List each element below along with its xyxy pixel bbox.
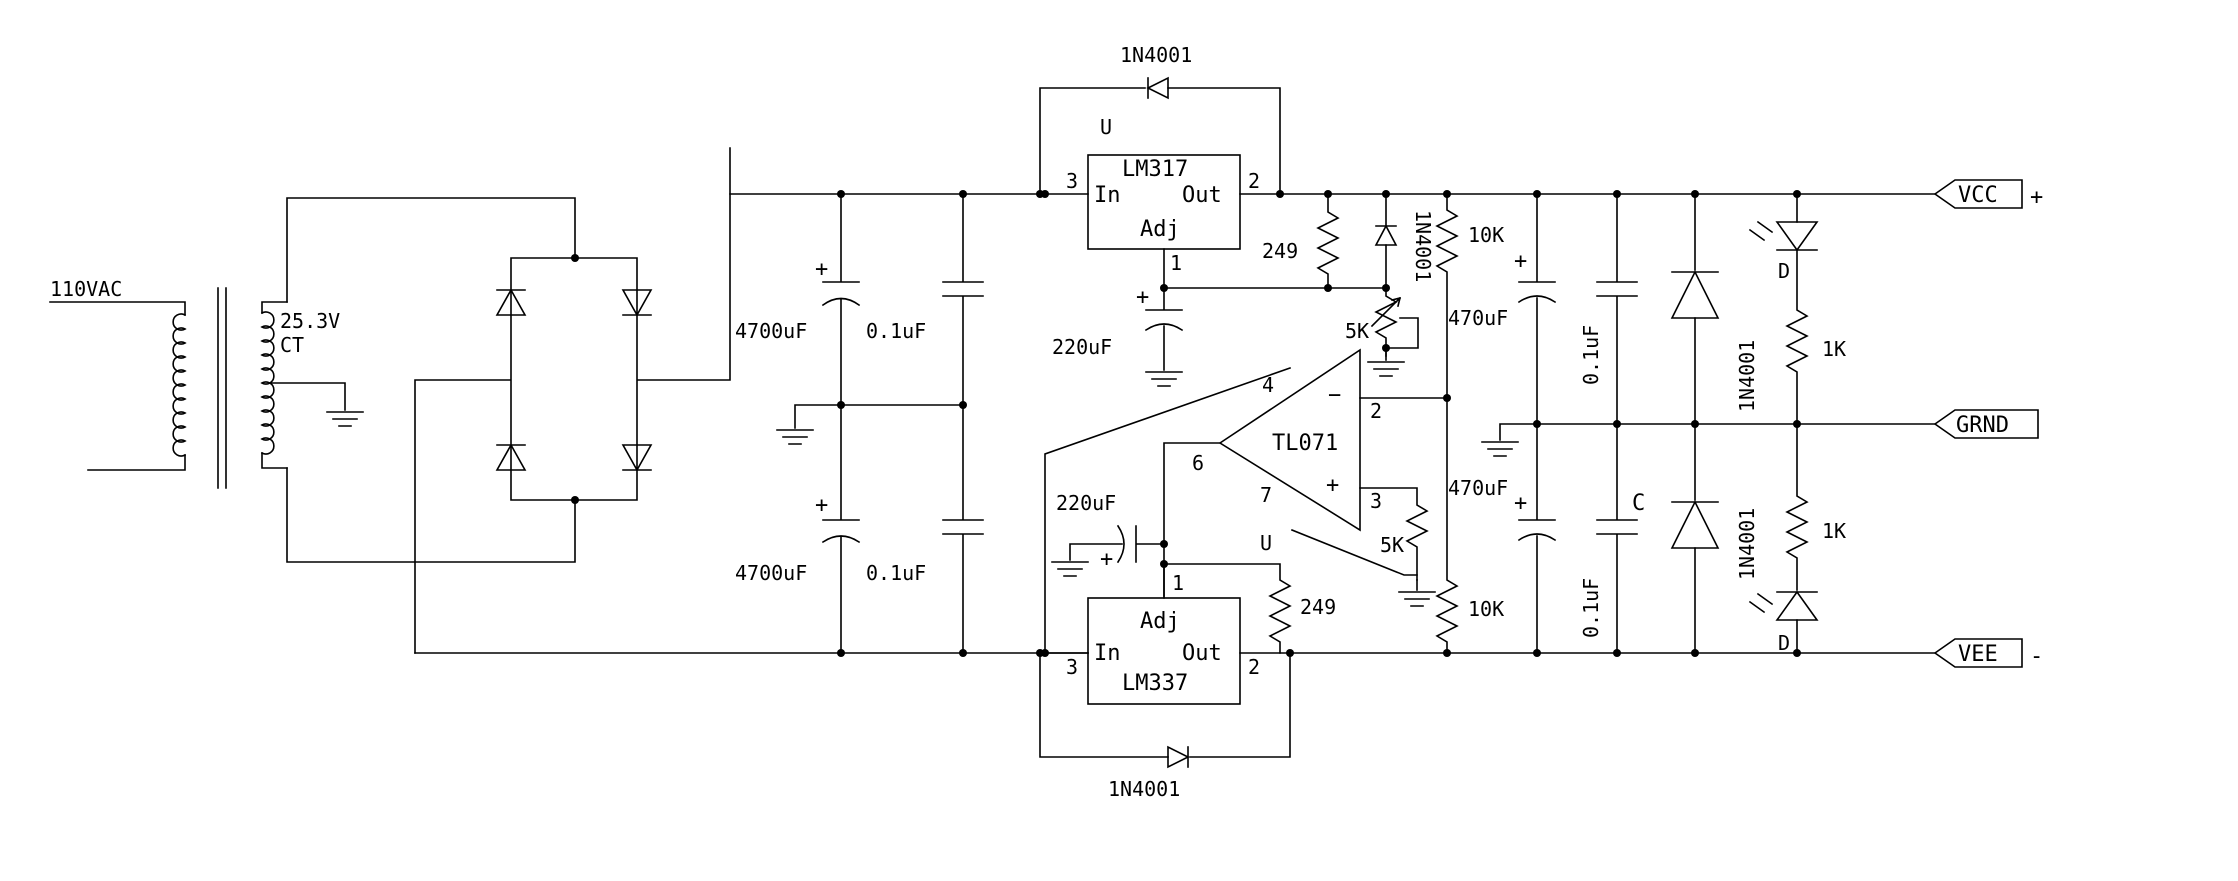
polarity-plus: + xyxy=(815,493,828,518)
pin-in-label: In xyxy=(1094,641,1121,666)
cap-bot-label: 4700uF xyxy=(735,561,807,585)
diode-label: 1N4001 xyxy=(1108,777,1180,801)
pin-number: 3 xyxy=(1066,655,1078,679)
pin-in-label: In xyxy=(1094,183,1121,208)
part-label: LM317 xyxy=(1122,157,1188,182)
port-grnd: GRND xyxy=(1933,409,2039,439)
transformer: 110VAC 25.3V CT xyxy=(49,277,364,489)
ground-icon xyxy=(1051,561,1089,577)
pin-number: 2 xyxy=(1370,399,1382,423)
bridge-diode-icon xyxy=(621,289,653,317)
minus-label: − xyxy=(1328,383,1341,408)
plus-label: + xyxy=(1326,473,1339,498)
pot-label: 5K xyxy=(1345,319,1369,343)
cap-top-label: 4700uF xyxy=(735,319,807,343)
led-icon xyxy=(1775,221,1819,252)
bridge-diode-icon xyxy=(621,444,653,472)
adj-cap-label: 220uF xyxy=(1052,335,1112,359)
pin-out-label: Out xyxy=(1182,641,1222,666)
pin-number: 6 xyxy=(1192,451,1204,475)
pin-number: 1 xyxy=(1170,251,1182,275)
ref-label: U xyxy=(1100,115,1112,139)
port-vee: VEE - xyxy=(1933,638,2043,669)
output-filter: + + 470uF 470uF 0.1uF 0.1uF C 1N4001 1N4… xyxy=(1448,193,1936,655)
lm337-regulator: Adj In Out LM337 3 2 1 1N4001 249 + 220u… xyxy=(1036,491,1336,801)
led-label: D xyxy=(1778,259,1790,283)
port-vcc: VCC + xyxy=(1933,179,2043,210)
c-top-label: 0.1uF xyxy=(1579,325,1603,385)
port-label: VCC xyxy=(1958,183,1998,208)
pin-number: 2 xyxy=(1248,655,1260,679)
polarity-plus: + xyxy=(1514,491,1527,516)
port-sign: + xyxy=(2030,185,2043,210)
part-label: TL071 xyxy=(1272,431,1338,456)
pin-out-label: Out xyxy=(1182,183,1222,208)
led-label: D xyxy=(1778,631,1790,655)
r-led-bot-label: 1K xyxy=(1822,519,1846,543)
polarity-plus: + xyxy=(1100,547,1113,572)
c-label: C xyxy=(1632,491,1645,516)
pin-number: 3 xyxy=(1066,169,1078,193)
r-set-label: 249 xyxy=(1262,239,1298,263)
bridge-rectifier xyxy=(414,147,731,654)
diode-top-label: 1N4001 xyxy=(1735,340,1759,412)
led-icon xyxy=(1775,590,1819,621)
bridge-diode-icon xyxy=(495,288,527,316)
pin-number: 1 xyxy=(1172,571,1184,595)
r-bot-label: 10K xyxy=(1468,597,1504,621)
port-label: VEE xyxy=(1958,642,1998,667)
pin-number: 3 xyxy=(1370,489,1382,513)
pin-number: 7 xyxy=(1260,483,1272,507)
positive-adjust-network: 249 + 220uF 1N4001 5K xyxy=(1052,193,1435,387)
pin-number: 2 xyxy=(1248,169,1260,193)
diode-bot-label: 1N4001 xyxy=(1735,508,1759,580)
decoup-bot-label: 0.1uF xyxy=(866,561,926,585)
diode-label: 1N4001 xyxy=(1120,43,1192,67)
secondary-voltage-label: 25.3V xyxy=(280,309,340,333)
pin-adj-label: Adj xyxy=(1140,217,1180,242)
ground-icon xyxy=(1367,361,1405,377)
part-label: LM337 xyxy=(1122,671,1188,696)
ref-label: U xyxy=(1260,531,1272,555)
ground-icon xyxy=(1145,371,1183,387)
ground-icon xyxy=(326,411,364,427)
lm317-regulator: U LM317 In Out Adj 3 2 1 1N4001 xyxy=(1036,43,1281,275)
primary-coil xyxy=(172,313,187,457)
pin-number: 4 xyxy=(1262,373,1274,397)
port-label: GRND xyxy=(1956,413,2009,438)
ground-icon xyxy=(1481,441,1519,457)
reservoir-capacitors: + + 4700uF 4700uF 0.1uF 0.1uF xyxy=(735,193,984,654)
polarity-plus: + xyxy=(1514,249,1527,274)
decoup-top-label: 0.1uF xyxy=(866,319,926,343)
diode-v-label: 1N4001 xyxy=(1411,210,1435,282)
r-top-label: 10K xyxy=(1468,223,1504,247)
pot-label: 5K xyxy=(1380,533,1404,557)
cap-top-label: 470uF xyxy=(1448,306,1508,330)
bridge-diode-icon xyxy=(495,443,527,471)
polarity-plus: + xyxy=(815,257,828,282)
ground-icon xyxy=(776,429,814,445)
ground-icon xyxy=(1398,591,1436,607)
port-sign: - xyxy=(2030,644,2043,669)
adj-cap-label: 220uF xyxy=(1056,491,1116,515)
secondary-coil xyxy=(260,311,275,455)
polarity-plus: + xyxy=(1136,285,1149,310)
primary-voltage-label: 110VAC xyxy=(50,277,122,301)
cap-bot-label: 470uF xyxy=(1448,476,1508,500)
pin-adj-label: Adj xyxy=(1140,609,1180,634)
voltage-divider: 10K 10K xyxy=(1435,193,1504,654)
r-led-top-label: 1K xyxy=(1822,337,1846,361)
r-set-label: 249 xyxy=(1300,595,1336,619)
center-tap-label: CT xyxy=(280,333,304,357)
c-bot-label: 0.1uF xyxy=(1579,578,1603,638)
